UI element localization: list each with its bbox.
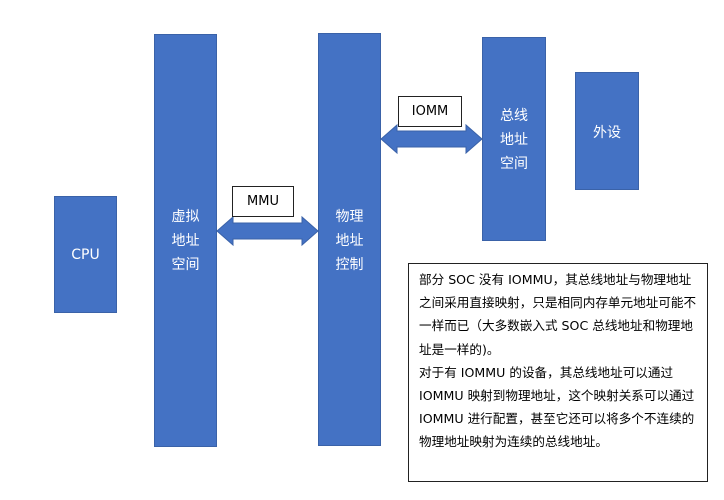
iomm-label-box: IOMM <box>398 96 462 127</box>
mmu-double-arrow <box>216 215 319 247</box>
note-paragraph-2: 对于有 IOMMU 的设备，其总线地址可以通过 IOMMU 映射到物理地址，这个… <box>419 364 695 450</box>
iomm-label: IOMM <box>411 104 449 119</box>
physical-address-control-block: 物理 地址 控制 <box>318 33 381 446</box>
bus-address-space-label: 总线 地址 空间 <box>500 108 528 172</box>
peripheral-label: 外设 <box>593 125 621 141</box>
physical-address-control-label: 物理 地址 控制 <box>335 209 364 273</box>
virtual-address-space-block: 虚拟 地址 空间 <box>154 34 217 447</box>
note-paragraph-1: 部分 SOC 没有 IOMMU，其总线地址与物理地址之间采用直接映射，只是相同内… <box>419 272 697 357</box>
explanation-note: 部分 SOC 没有 IOMMU，其总线地址与物理地址之间采用直接映射，只是相同内… <box>408 263 708 482</box>
iomm-double-arrow <box>380 123 483 155</box>
peripheral-block: 外设 <box>575 72 639 190</box>
cpu-label: CPU <box>71 246 100 263</box>
virtual-address-space-label: 虚拟 地址 空间 <box>171 209 200 273</box>
mmu-label: MMU <box>247 194 279 209</box>
cpu-block: CPU <box>54 196 117 313</box>
mmu-label-box: MMU <box>232 186 294 217</box>
